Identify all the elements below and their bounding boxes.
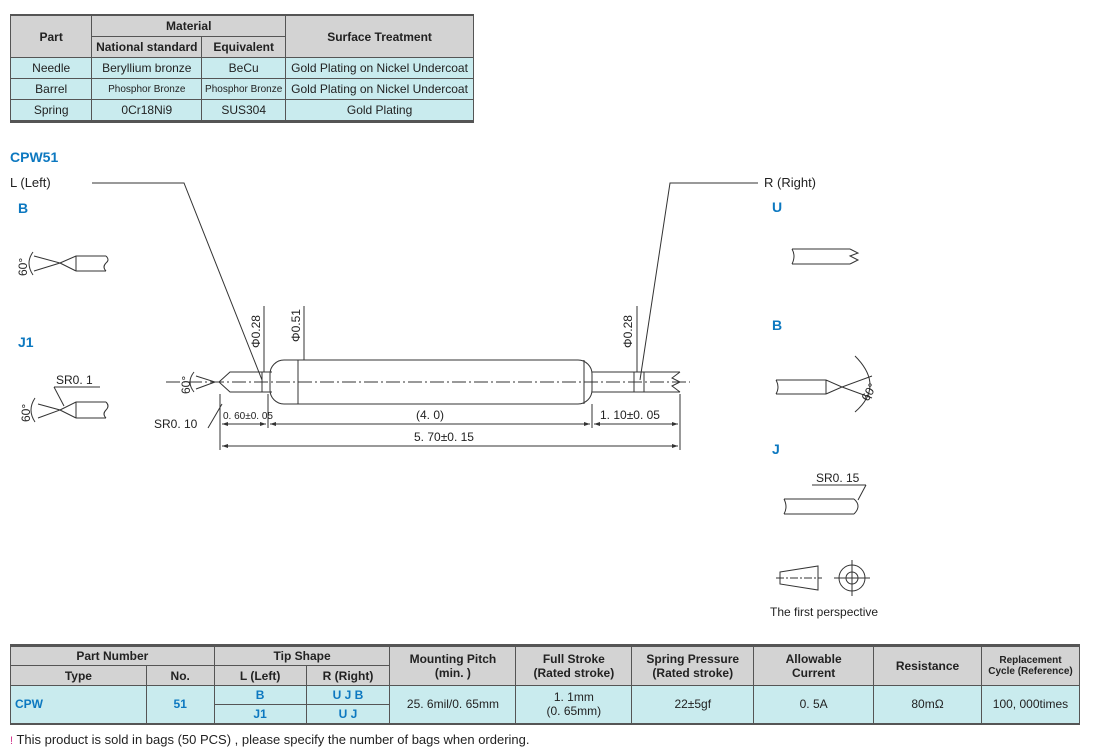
cell-surface: Gold Plating on Nickel Undercoat [285, 78, 474, 100]
perspective-label: The first perspective [770, 605, 878, 619]
spec-table: Part Number Tip Shape Mounting Pitch(min… [10, 644, 1081, 725]
header-part-number: Part Number [10, 645, 215, 666]
cell-type: CPW [10, 685, 147, 724]
cell-equivalent: BeCu [201, 57, 287, 79]
header-surface: Surface Treatment [285, 14, 474, 58]
cell-l2: J1 [213, 704, 307, 724]
sr015-label: SR0. 15 [816, 471, 860, 485]
cell-no: 51 [145, 685, 215, 724]
tip-b-left-label: B [18, 200, 28, 216]
phi028-left: Φ0.28 [249, 315, 263, 348]
cell-r2: U J [305, 704, 391, 724]
tip-j1-label: J1 [18, 334, 34, 350]
cell-national: Beryllium bronze [91, 57, 203, 79]
header-resistance: Resistance [873, 645, 982, 686]
cell-equivalent: Phosphor Bronze [201, 78, 287, 100]
header-equivalent: Equivalent [201, 36, 287, 58]
phi051: Φ0.51 [289, 309, 303, 342]
ordering-note: ! This product is sold in bags (50 PCS) … [10, 732, 530, 747]
left-leader-line [92, 182, 263, 381]
dim-mid: (4. 0) [416, 408, 444, 422]
table-row: Spring 0Cr18Ni9 SUS304 Gold Plating [9, 99, 474, 122]
header-l-left: L (Left) [213, 665, 307, 686]
angle-main: 60° [179, 376, 193, 394]
cell-l1: B [213, 685, 307, 705]
table-row: CPW 51 B U J B 25. 6mil/0. 65mm 1. 1mm(0… [10, 685, 1081, 724]
header-spring-pressure: Spring Pressure(Rated stroke) [631, 645, 755, 686]
cell-equivalent: SUS304 [201, 99, 287, 122]
dim-right: 1. 10±0. 05 [600, 408, 660, 422]
table-row: J1 U J [11, 704, 1080, 724]
angle-j1: 60° [19, 404, 33, 422]
header-mounting-pitch: Mounting Pitch(min. ) [389, 645, 517, 686]
tip-u-label: U [772, 199, 782, 215]
phi028-right: Φ0.28 [621, 315, 635, 348]
header-r-right: R (Right) [305, 665, 391, 686]
technical-drawing: CPW51 L (Left) R (Right) B J1 U B J 60° … [10, 149, 880, 619]
dim-left: 0. 60±0. 05 [223, 411, 273, 422]
cell-part: Spring [9, 99, 93, 122]
material-table: Part Material Surface Treatment National… [9, 14, 474, 123]
angle-b-left: 60° [16, 258, 30, 276]
cell-stroke: 1. 1mm(0. 65mm) [515, 685, 633, 724]
tip-b-right-label: B [772, 317, 782, 333]
cell-pressure: 22±5gf [631, 685, 755, 724]
model-label: CPW51 [10, 149, 58, 165]
cell-surface: Gold Plating on Nickel Undercoat [285, 57, 474, 79]
header-tip-shape: Tip Shape [213, 645, 391, 666]
header-national: National standard [91, 36, 203, 58]
right-label: R (Right) [764, 175, 816, 190]
tip-b-left-cone [33, 255, 62, 272]
sr010-label: SR0. 10 [154, 417, 198, 431]
dim-total: 5. 70±0. 15 [414, 430, 474, 444]
table-row: Needle Beryllium bronze BeCu Gold Platin… [9, 57, 474, 79]
cell-r1: U J B [305, 685, 391, 705]
tip-j-label: J [772, 441, 780, 457]
cell-part: Needle [9, 57, 93, 79]
sr01-label: SR0. 1 [56, 373, 93, 387]
cell-pitch: 25. 6mil/0. 65mm [389, 685, 517, 724]
header-material: Material [91, 14, 287, 37]
cell-national: 0Cr18Ni9 [91, 99, 203, 122]
angle-b-right: 60° [858, 381, 879, 404]
header-part: Part [9, 14, 93, 58]
table-row: Barrel Phosphor Bronze Phosphor Bronze G… [9, 78, 474, 100]
header-full-stroke: Full Stroke(Rated stroke) [515, 645, 633, 686]
cell-resistance: 80mΩ [873, 685, 982, 724]
warning-icon: ! [10, 735, 14, 747]
header-type: Type [10, 665, 147, 686]
cell-part: Barrel [9, 78, 93, 100]
cell-surface: Gold Plating [285, 99, 474, 122]
cell-current: 0. 5A [753, 685, 875, 724]
ordering-note-text: This product is sold in bags (50 PCS) , … [16, 732, 530, 747]
right-leader-line [639, 182, 758, 381]
left-label: L (Left) [10, 175, 51, 190]
cell-national: Phosphor Bronze [91, 78, 203, 100]
cell-cycle: 100, 000times [980, 685, 1081, 724]
header-no: No. [145, 665, 215, 686]
